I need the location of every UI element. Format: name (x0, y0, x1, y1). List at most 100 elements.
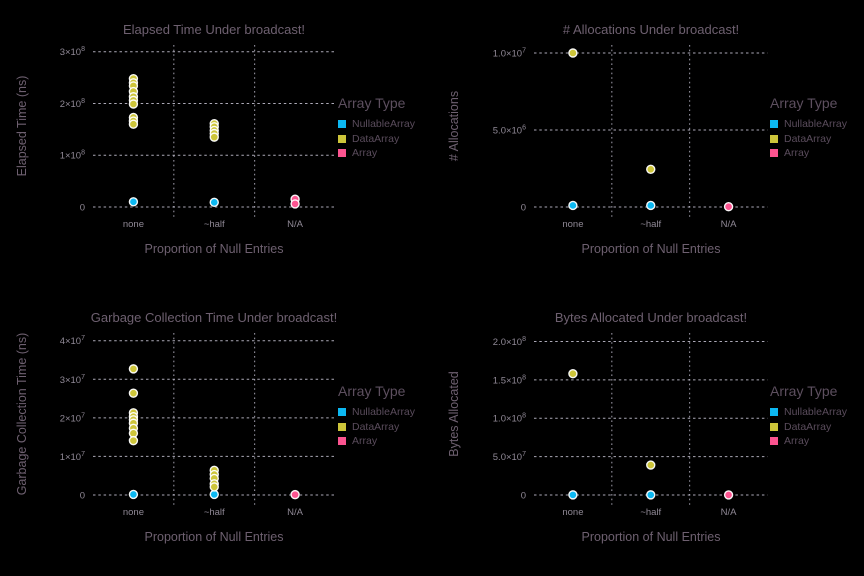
x-tick-label: none (123, 219, 144, 230)
data-point-nullablearray (646, 200, 656, 211)
legend-label: Array (784, 435, 810, 448)
legend-label: NullableArray (784, 118, 848, 131)
legend-title: Array Type (770, 95, 838, 111)
y-tick-label: 2.0×108 (493, 336, 526, 348)
legend: Array Type NullableArray DataArray Array (770, 383, 847, 449)
legend-item-nullablearray: NullableArray (770, 117, 847, 132)
x-tick-label: ~half (204, 507, 225, 518)
y-tick-label: 5.0×107 (493, 451, 526, 463)
legend-item-array: Array (338, 146, 415, 161)
x-tick-label: none (562, 219, 583, 230)
y-tick-label: 1.0×107 (493, 48, 526, 60)
legend-title: Array Type (338, 95, 406, 111)
y-tick-label: 3×108 (60, 46, 85, 58)
y-axis-label: Elapsed Time (ns) (15, 75, 29, 177)
legend-label: Array (352, 147, 378, 160)
swatch-array-icon (338, 437, 346, 446)
x-tick-label: N/A (721, 219, 738, 230)
data-point-nullablearray (209, 489, 219, 500)
chart-title: Bytes Allocated Under broadcast! (554, 310, 748, 325)
chart-title: Elapsed Time Under broadcast! (122, 22, 306, 37)
x-tick-label: ~half (204, 219, 225, 230)
swatch-array-icon (338, 149, 346, 158)
legend-item-dataarray: DataArray (338, 132, 415, 147)
data-point-dataarray (209, 482, 219, 492)
chart-title: Garbage Collection Time Under broadcast! (90, 310, 338, 325)
swatch-array-icon (770, 149, 778, 158)
legend-item-dataarray: DataArray (770, 132, 847, 147)
data-point-nullablearray (209, 197, 219, 208)
y-axis-label: Garbage Collection Time (ns) (15, 332, 29, 496)
data-point-dataarray (209, 132, 219, 142)
legend-label: Array (784, 147, 810, 160)
data-point-dataarray (646, 164, 656, 174)
legend-title: Array Type (338, 383, 406, 399)
legend-label: DataArray (352, 420, 400, 433)
legend-item-nullablearray: NullableArray (770, 405, 847, 420)
y-axis-label: Bytes Allocated (447, 371, 461, 457)
swatch-dataarray-icon (770, 134, 778, 143)
x-axis-label: Proportion of Null Entries (144, 242, 284, 256)
y-tick-label: 1×108 (60, 150, 85, 162)
y-tick-label: 3×107 (60, 374, 85, 386)
data-point-nullablearray (568, 490, 578, 500)
data-point-nullablearray (646, 490, 656, 500)
legend-item-dataarray: DataArray (770, 420, 847, 435)
panel-elapsed-time: 0 1×108 2×108 3×108 none ~half N/A Elapsed Tim… (0, 0, 432, 288)
data-point-nullablearray (128, 489, 139, 500)
swatch-nullablearray-icon (770, 120, 778, 129)
x-tick-label: N/A (287, 219, 304, 230)
y-tick-label: 2×108 (60, 98, 85, 110)
swatch-nullablearray-icon (338, 120, 346, 129)
legend-label: DataArray (784, 420, 832, 433)
legend-item-nullablearray: NullableArray (338, 405, 415, 420)
legend: Array Type NullableArray DataArray Array (770, 95, 847, 161)
y-tick-label: 4×107 (60, 335, 85, 347)
swatch-dataarray-icon (770, 422, 778, 431)
data-point-dataarray (568, 368, 578, 379)
y-tick-label: 1.5×108 (493, 374, 526, 386)
legend: Array Type NullableArray DataArray Array (338, 95, 415, 161)
x-axis-label: Proportion of Null Entries (581, 530, 721, 544)
data-point-dataarray (128, 99, 139, 109)
x-tick-label: ~half (640, 507, 661, 518)
swatch-nullablearray-icon (338, 408, 346, 417)
legend-item-array: Array (338, 434, 415, 449)
x-tick-label: N/A (721, 507, 738, 518)
x-axis-label: Proportion of Null Entries (144, 530, 284, 544)
legend-label: Array (352, 435, 378, 448)
data-point-dataarray (646, 460, 656, 470)
x-tick-label: ~half (640, 219, 661, 230)
y-tick-label: 1×107 (60, 451, 85, 463)
plot-area-elapsed-time: 0 1×108 2×108 3×108 none ~half N/A (60, 45, 336, 230)
legend-title: Array Type (770, 383, 838, 399)
data-point-dataarray (128, 435, 139, 446)
swatch-nullablearray-icon (770, 408, 778, 417)
x-tick-label: none (562, 507, 583, 518)
data-point-array (290, 199, 300, 209)
y-tick-label: 0 (80, 203, 85, 214)
x-tick-label: N/A (287, 507, 304, 518)
data-point-dataarray (128, 119, 139, 129)
data-point-array (723, 490, 734, 500)
legend-label: NullableArray (352, 406, 416, 419)
data-point-nullablearray (128, 197, 139, 207)
y-tick-label: 0 (80, 491, 85, 502)
data-point-array (290, 489, 300, 500)
data-point-dataarray (128, 388, 139, 398)
data-point-dataarray (128, 364, 139, 374)
legend-item-nullablearray: NullableArray (338, 117, 415, 132)
legend-label: DataArray (784, 132, 832, 145)
x-axis-label: Proportion of Null Entries (581, 242, 721, 256)
x-tick-label: none (123, 507, 144, 518)
swatch-dataarray-icon (338, 134, 346, 143)
y-tick-label: 0 (521, 203, 526, 214)
legend-label: NullableArray (352, 118, 416, 131)
y-tick-label: 0 (521, 491, 526, 502)
